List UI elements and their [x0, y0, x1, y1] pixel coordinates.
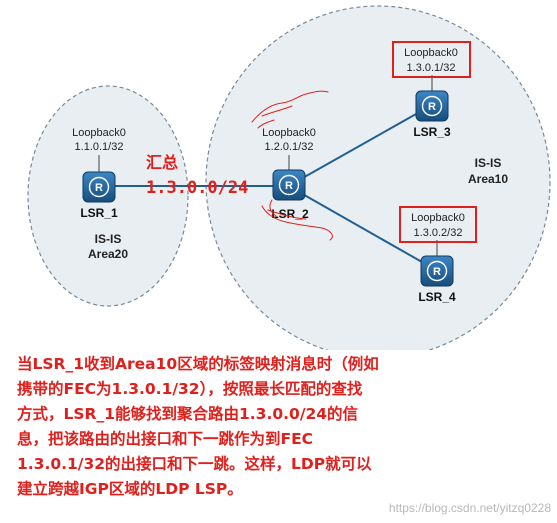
lsr2-loopback-name: Loopback0: [262, 127, 316, 139]
lsr1-loopback-ip: 1.1.0.1/32: [75, 141, 124, 153]
lsr3-loopback-ip: 1.3.0.1/32: [407, 62, 456, 74]
explanation-text: 当LSR_1收到Area10区域的标签映射消息时（例如 携带的FEC为1.3.0…: [17, 352, 547, 502]
router-icon: [415, 90, 449, 122]
router-icon: [272, 169, 306, 201]
link-lsr2-lsr4: [291, 187, 437, 271]
area10-label-line1: IS-IS: [475, 156, 502, 170]
router-icon: [82, 171, 116, 203]
lsr2-loopback-ip: 1.2.0.1/32: [265, 141, 314, 153]
lsr1-loopback-name: Loopback0: [72, 127, 126, 139]
explanation-line: 携带的FEC为1.3.0.1/32），按照最长匹配的查找: [17, 380, 363, 398]
lsr3-loopback-name: Loopback0: [404, 47, 458, 59]
lsr3-name: LSR_3: [413, 125, 451, 139]
explanation-line: 1.3.0.1/32的出接口和下一跳。这样，LDP就可以: [17, 455, 372, 473]
area20-label-line2: Area20: [88, 247, 128, 261]
lsr4-loopback-name: Loopback0: [411, 212, 465, 224]
handwritten-squiggle-bottom: [261, 199, 333, 241]
watermark: https://blog.csdn.net/yitzq0228: [388, 501, 551, 515]
lsr1-name: LSR_1: [80, 206, 118, 220]
explanation-line: 建立跨越IGP区域的LDP LSP。: [17, 480, 243, 498]
highlight-box-lsr4-loopback: [399, 206, 477, 243]
lsr4-loopback-ip: 1.3.0.2/32: [414, 227, 463, 239]
summary-annotation-prefix: 1.3.0.0/24: [146, 178, 248, 198]
router-icon: [420, 255, 454, 287]
area-10-boundary: [205, 5, 551, 350]
explanation-line: 息，把该路由的出接口和下一跳作为到FEC: [17, 430, 314, 448]
highlight-box-lsr3-loopback: [392, 41, 471, 78]
lsr2-name: LSR_2: [271, 207, 309, 221]
explanation-line: 当LSR_1收到Area10区域的标签映射消息时（例如: [17, 355, 379, 373]
link-lsr2-lsr3: [291, 104, 433, 185]
explanation-line: 方式，LSR_1能够找到聚合路由1.3.0.0/24的信: [17, 405, 359, 423]
handwritten-squiggle-top: [251, 90, 329, 129]
network-diagram: R Loopback0 1.1.0.1/32 Loopback0 1.2.0.1…: [27, 5, 551, 350]
area10-label-line2: Area10: [468, 172, 508, 186]
lsr4-name: LSR_4: [418, 290, 456, 304]
summary-annotation-label: 汇总: [146, 153, 178, 172]
area20-label-line1: IS-IS: [95, 232, 122, 246]
